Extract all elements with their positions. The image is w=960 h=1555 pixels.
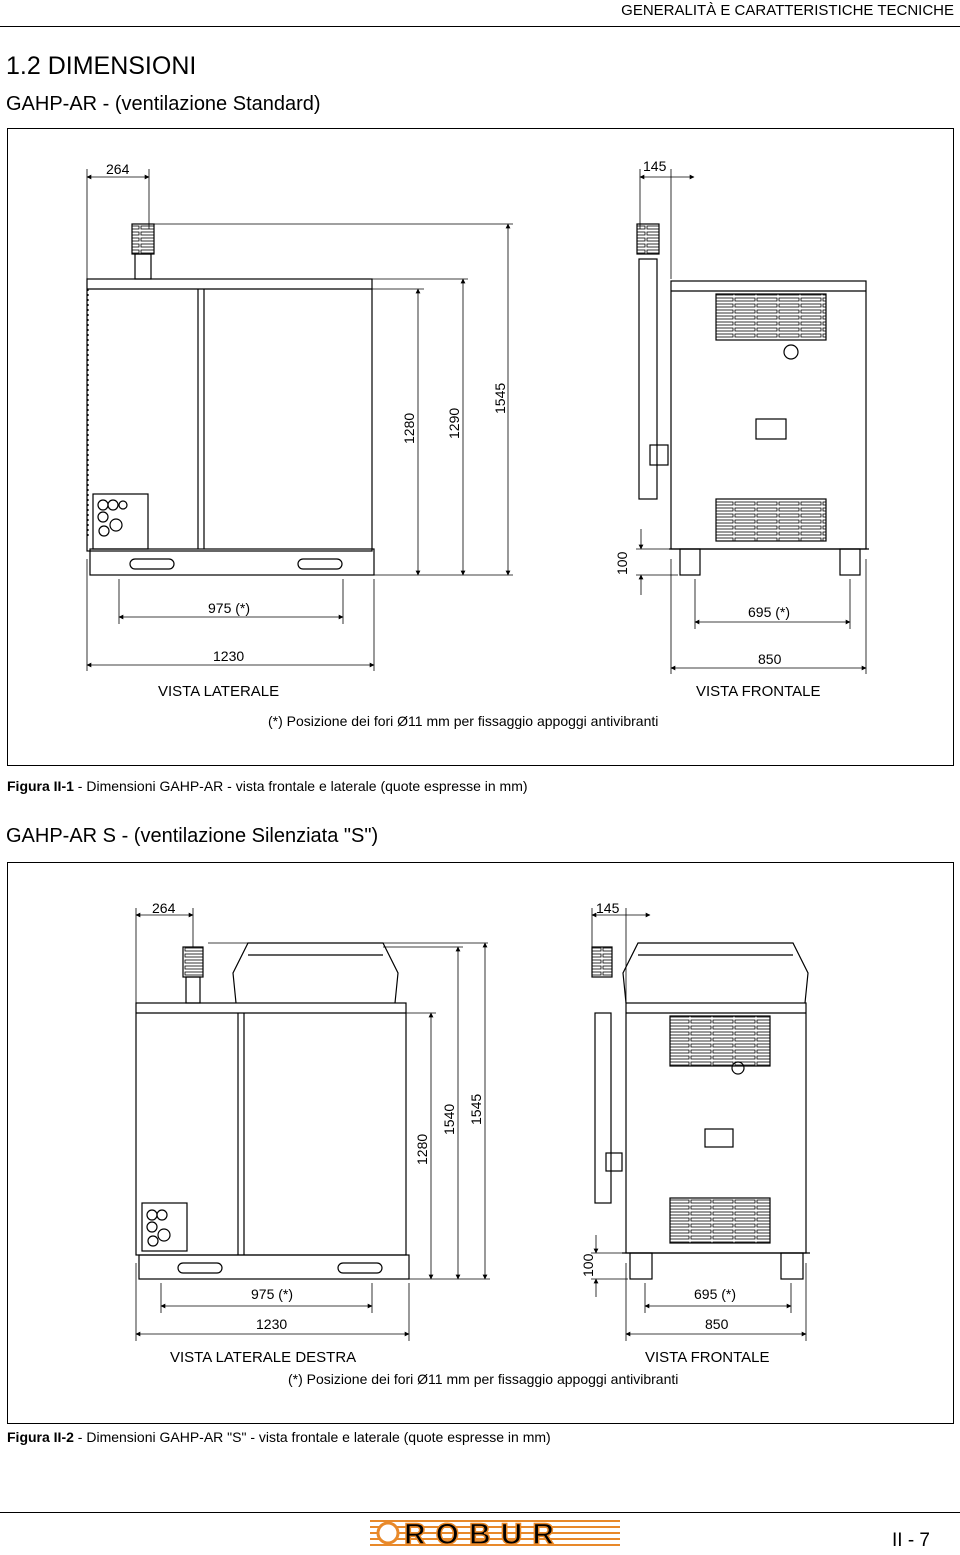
figure-2-note: (*) Posizione dei fori Ø11 mm per fissag… bbox=[288, 1371, 678, 1387]
dim-side-h1: 1280 bbox=[401, 413, 417, 444]
dim-front-top-s: 145 bbox=[596, 900, 620, 916]
dim-side-h3-s: 1545 bbox=[468, 1094, 484, 1125]
dim-front-width-s: 850 bbox=[705, 1316, 729, 1332]
dim-side-h1-s: 1280 bbox=[414, 1134, 430, 1165]
section-title: 1.2 DIMENSIONI bbox=[6, 52, 197, 80]
figure-1-frame: 264 1280 1290 1545 975 (*) 1230 VISTA LA… bbox=[7, 128, 954, 766]
view-front-label-s: VISTA FRONTALE bbox=[645, 1349, 769, 1366]
figure-2-caption-label: Figura II-2 bbox=[7, 1429, 74, 1445]
dim-side-top: 264 bbox=[106, 161, 130, 177]
dim-front-top: 145 bbox=[643, 158, 667, 174]
dim-side-h2: 1290 bbox=[446, 408, 462, 439]
side-view-unit bbox=[86, 223, 375, 576]
dim-side-foot-s: 975 (*) bbox=[251, 1286, 293, 1302]
side-view-dimensions bbox=[86, 169, 513, 671]
side-view-unit-s bbox=[135, 942, 410, 1280]
front-view-dimensions bbox=[636, 169, 867, 674]
front-view-unit-s bbox=[591, 942, 810, 1280]
robur-logo-text: ROBUR bbox=[404, 1518, 564, 1550]
front-view-dimensions-s bbox=[591, 908, 807, 1341]
dim-front-width: 850 bbox=[758, 651, 782, 667]
subtitle-standard: GAHP-AR - (ventilazione Standard) bbox=[6, 93, 321, 115]
dim-front-foot: 695 (*) bbox=[748, 604, 790, 620]
robur-logo: ROBUR bbox=[368, 1516, 622, 1552]
figure-1-note: (*) Posizione dei fori Ø11 mm per fissag… bbox=[268, 713, 658, 729]
view-front-label: VISTA FRONTALE bbox=[696, 683, 820, 700]
view-side-label-s: VISTA LATERALE DESTRA bbox=[170, 1349, 356, 1366]
figure-1-caption: Figura II-1 - Dimensioni GAHP-AR - vista… bbox=[7, 778, 528, 794]
robur-logo-graphic: ROBUR bbox=[370, 1517, 620, 1552]
figure-2-caption: Figura II-2 - Dimensioni GAHP-AR "S" - v… bbox=[7, 1429, 551, 1445]
dim-side-h2-s: 1540 bbox=[441, 1104, 457, 1135]
dim-side-top-s: 264 bbox=[152, 900, 176, 916]
dim-side-foot: 975 (*) bbox=[208, 600, 250, 616]
front-view-unit bbox=[636, 223, 869, 576]
header-rule bbox=[0, 26, 960, 27]
side-view-dimensions-s bbox=[135, 908, 490, 1341]
dim-front-base: 100 bbox=[614, 551, 630, 575]
view-side-label: VISTA LATERALE bbox=[158, 683, 279, 700]
dim-front-base-s: 100 bbox=[580, 1253, 596, 1277]
figure-1-caption-label: Figura II-1 bbox=[7, 778, 74, 794]
figure-2-frame: 264 1280 1540 1545 975 (*) 1230 VISTA LA… bbox=[7, 862, 954, 1424]
dim-side-width-s: 1230 bbox=[256, 1316, 287, 1332]
figure-1-caption-text: - Dimensioni GAHP-AR - vista frontale e … bbox=[73, 778, 528, 794]
running-header: GENERALITÀ E CARATTERISTICHE TECNICHE bbox=[621, 2, 954, 19]
figure-2-drawing: 264 1280 1540 1545 975 (*) 1230 VISTA LA… bbox=[135, 900, 810, 1387]
dim-front-foot-s: 695 (*) bbox=[694, 1286, 736, 1302]
figure-1-drawing: 264 1280 1290 1545 975 (*) 1230 VISTA LA… bbox=[86, 158, 869, 729]
dim-side-width: 1230 bbox=[213, 648, 244, 664]
dim-side-h3: 1545 bbox=[492, 383, 508, 414]
page-number: II - 7 bbox=[891, 1530, 930, 1551]
subtitle-silent: GAHP-AR S - (ventilazione Silenziata "S"… bbox=[6, 825, 379, 847]
figure-2-caption-text: - Dimensioni GAHP-AR "S" - vista frontal… bbox=[73, 1429, 551, 1445]
footer-rule bbox=[0, 1512, 960, 1513]
